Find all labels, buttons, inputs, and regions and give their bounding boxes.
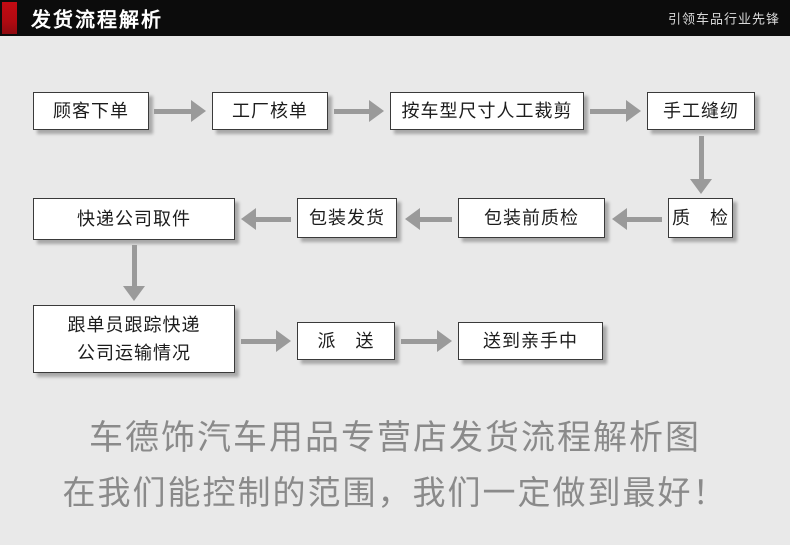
flow-node-manual-cutting: 按车型尺寸人工裁剪 <box>390 92 584 130</box>
arrow-right-icon <box>334 100 384 122</box>
arrow-left-icon <box>612 208 662 230</box>
header-bar: 发货流程解析 引领车品行业先锋 <box>0 0 790 36</box>
arrow-right-icon <box>590 100 641 122</box>
footer-store-line: 车德饰汽车用品专营店发货流程解析图 <box>89 419 701 457</box>
flow-node-label: 工厂核单 <box>232 101 308 121</box>
flow-node-label: 快递公司取件 <box>77 209 191 229</box>
header-slogan: 引领车品行业先锋 <box>667 11 780 27</box>
flow-node-label: 跟单员跟踪快递 <box>67 315 201 335</box>
flow-node-hand-sewing: 手工缝纫 <box>647 92 755 130</box>
arrow-right-icon <box>241 330 291 352</box>
flow-node-label: 顾客下单 <box>53 101 129 121</box>
flow-node-label: 质 检 <box>672 208 729 228</box>
flow-node-label: 按车型尺寸人工裁剪 <box>401 101 573 121</box>
flow-node-pre-pack-qc: 包装前质检 <box>458 198 605 238</box>
flow-node-dispatch: 派 送 <box>297 322 395 360</box>
arrow-down-icon <box>690 136 712 194</box>
flow-node-label: 包装前质检 <box>484 208 579 228</box>
flow-node-quality-check: 质 检 <box>668 198 733 238</box>
flow-node-courier-pickup: 快递公司取件 <box>33 198 235 240</box>
arrow-left-icon <box>405 208 452 230</box>
flow-node-label-line2: 公司运输情况 <box>77 343 191 363</box>
flow-node-tracking: 跟单员跟踪快递 公司运输情况 <box>33 305 235 373</box>
red-accent-block <box>2 2 17 34</box>
flow-node-label: 送到亲手中 <box>483 331 578 351</box>
flow-node-customer-order: 顾客下单 <box>33 92 149 130</box>
arrow-left-icon <box>241 208 291 230</box>
footer-promise-line: 在我们能控制的范围，我们一定做到最好！ <box>62 474 728 511</box>
arrow-right-icon <box>154 100 206 122</box>
arrow-right-icon <box>401 330 452 352</box>
flow-node-label: 包装发货 <box>309 208 385 228</box>
flow-node-label: 手工缝纫 <box>663 101 739 121</box>
flow-node-pack-ship: 包装发货 <box>297 198 397 238</box>
flow-node-factory-check: 工厂核单 <box>212 92 328 130</box>
page-title: 发货流程解析 <box>31 9 163 32</box>
arrow-down-icon <box>123 245 145 301</box>
flow-node-delivered: 送到亲手中 <box>458 322 603 360</box>
flow-node-label: 派 送 <box>317 331 375 351</box>
